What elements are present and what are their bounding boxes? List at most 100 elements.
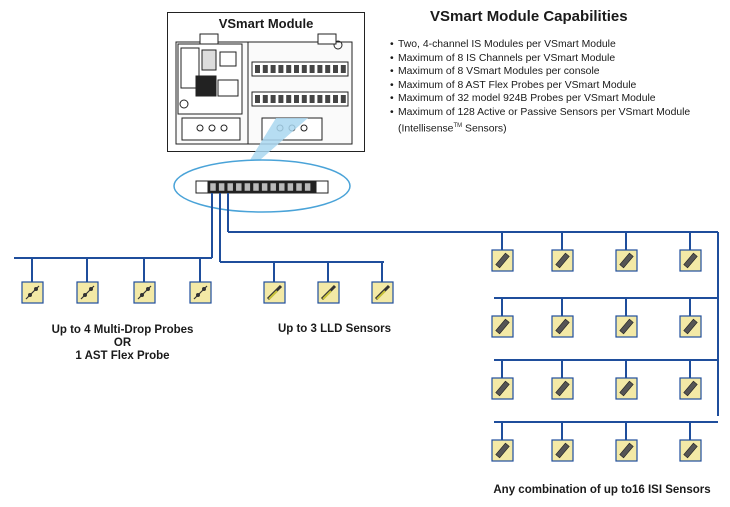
isi-caption: Any combination of up to16 ISI Sensors [493, 484, 711, 496]
terminal-screw [309, 65, 315, 73]
isi-sensor-icon [679, 315, 702, 338]
probe-icon [76, 281, 99, 304]
probe-icon [133, 281, 156, 304]
terminal-strip [251, 91, 349, 107]
terminal-screw [286, 65, 292, 73]
terminal-screw [325, 95, 331, 103]
capability-item: Maximum of 8 AST Flex Probes per VSmart … [390, 79, 690, 93]
module-board-illustration [175, 33, 353, 145]
lld-accent [322, 290, 332, 300]
isi-body [619, 380, 634, 397]
connector-terminal [278, 182, 286, 192]
isi-sensor-icon [615, 249, 638, 272]
lld-sensor-icon [317, 281, 340, 304]
isi-body [683, 442, 698, 459]
probe-icon [21, 281, 44, 304]
isi-sensor-icon [615, 377, 638, 400]
connector-terminal [226, 182, 234, 192]
terminal-screw [309, 95, 315, 103]
isi-body [619, 442, 634, 459]
terminal-screw [294, 95, 299, 103]
isi-sensor-icon [615, 439, 638, 462]
trademark-mark: TM [453, 122, 463, 129]
isi-sensor-icon [551, 377, 574, 400]
connector-terminal [295, 182, 303, 192]
connector-terminal [304, 182, 311, 192]
multidrop-caption-line1: Up to 4 Multi-Drop Probes [51, 324, 194, 336]
wiring-lines [14, 193, 719, 440]
probe-float [196, 293, 200, 297]
terminal-screw [255, 95, 260, 103]
terminal-screw [325, 65, 331, 73]
connector-highlight-ellipse [173, 159, 351, 213]
connector-terminal [269, 182, 277, 192]
isi-body [555, 442, 570, 459]
connector-terminal [244, 182, 251, 192]
probe-float [146, 287, 150, 291]
terminal-screw [340, 95, 346, 103]
module-terminal-strips [251, 61, 349, 107]
isi-body [619, 252, 634, 269]
probe-float [202, 287, 206, 291]
probe-float [83, 293, 87, 297]
terminal-screw [301, 95, 307, 103]
terminal-screw [278, 95, 284, 103]
isi-body [495, 318, 510, 335]
isi-body [619, 318, 634, 335]
isi-sensor-icon [491, 439, 514, 462]
terminal-screw [294, 65, 299, 73]
isi-body [555, 252, 570, 269]
terminal-screw [255, 65, 260, 73]
terminal-screw [262, 65, 268, 73]
isi-body [495, 252, 510, 269]
terminal-screw [270, 95, 276, 103]
isi-sensor-icon [679, 249, 702, 272]
lld-accent [376, 290, 386, 300]
isi-body [555, 318, 570, 335]
multidrop-caption-line3: 1 AST Flex Probe [75, 350, 170, 362]
probe-float [34, 287, 38, 291]
capability-item: Maximum of 32 model 924B Probes per VSma… [390, 92, 690, 106]
terminal-screw [333, 65, 338, 73]
lld-caption: Up to 3 LLD Sensors [277, 323, 392, 335]
isi-sensor-icon [491, 249, 514, 272]
terminal-screw [317, 95, 323, 103]
terminal-screw [262, 95, 268, 103]
connector-terminal [252, 182, 260, 192]
isi-body [495, 442, 510, 459]
terminal-screw [317, 65, 323, 73]
terminal-screw [340, 65, 346, 73]
capability-item-line2: (Intellisense [398, 123, 454, 135]
isi-sensor-icon [679, 439, 702, 462]
isi-sensor-icon [551, 315, 574, 338]
isi-sensor-icon [551, 439, 574, 462]
capability-item: Maximum of 8 IS Channels per VSmart Modu… [390, 52, 690, 66]
isi-body [683, 252, 698, 269]
lld-sensor-icon [371, 281, 394, 304]
capability-item: Maximum of 128 Active or Passive Sensors… [390, 106, 690, 136]
isi-body [495, 380, 510, 397]
isi-sensor-icon [551, 249, 574, 272]
connector-end-left [195, 180, 209, 194]
probe-icon [189, 281, 212, 304]
connector-terminal [209, 182, 217, 192]
terminal-screw [301, 65, 307, 73]
isi-sensor-icon [491, 377, 514, 400]
connector-end-right [315, 180, 329, 194]
isi-sensor-icon [679, 377, 702, 400]
terminal-screw [333, 95, 338, 103]
isi-body [683, 380, 698, 397]
terminal-screw [278, 65, 284, 73]
multidrop-caption: Up to 4 Multi-Drop Probes OR 1 AST Flex … [20, 324, 225, 363]
zoom-wedge [250, 118, 308, 160]
probe-float [28, 293, 32, 297]
multidrop-caption-line2: OR [113, 337, 132, 349]
terminal-screw [286, 95, 292, 103]
capability-item: Maximum of 8 VSmart Modules per console [390, 65, 690, 79]
probe-float [140, 293, 144, 297]
lld-accent [268, 290, 278, 300]
module-title: VSmart Module [218, 16, 314, 31]
connector-terminal [287, 182, 294, 192]
